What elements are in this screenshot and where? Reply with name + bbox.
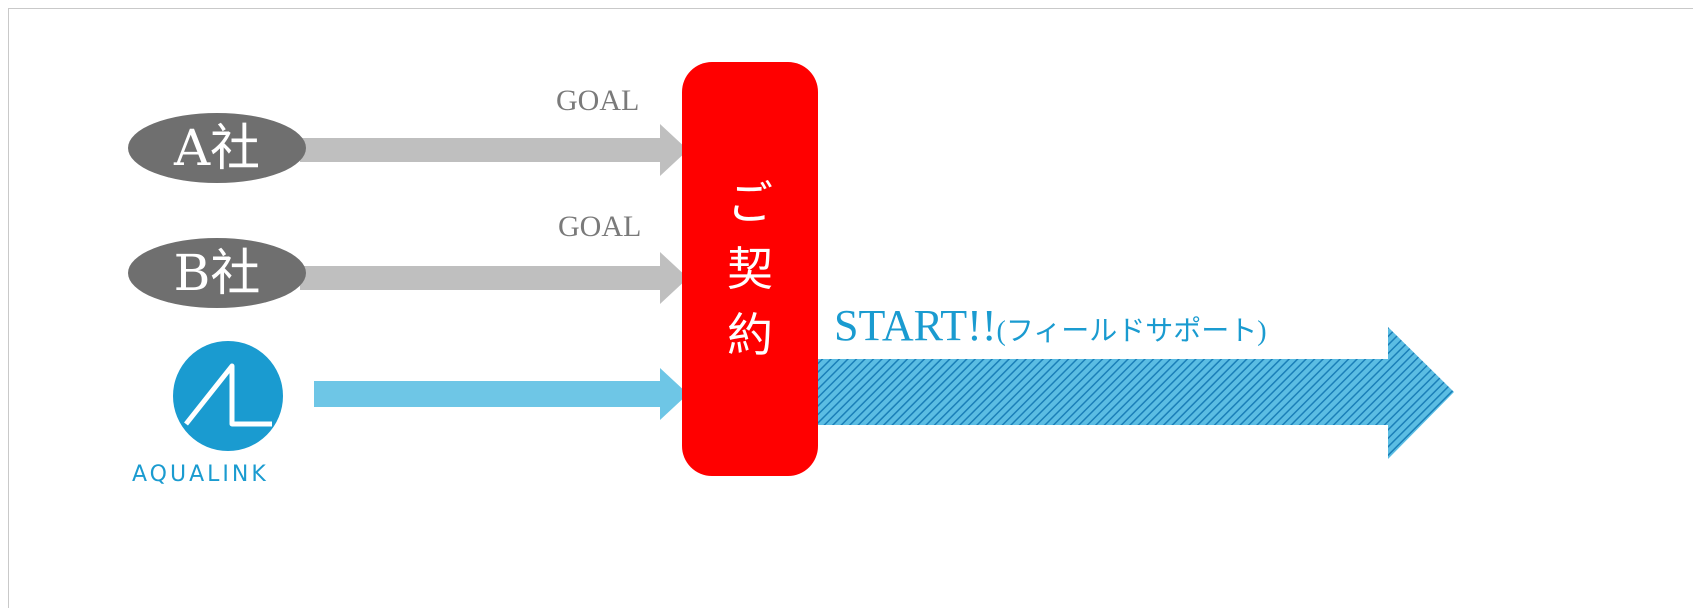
contract-char-2: 契 <box>727 242 773 296</box>
company-a-oval: A社 <box>128 113 306 183</box>
aqualink-logo-text: AQUALINK <box>132 462 269 487</box>
start-text: START!! <box>834 301 997 350</box>
diagram-frame <box>8 8 1693 608</box>
contract-box: ご 契 約 <box>682 62 818 476</box>
start-label: START!!(フィールドサポート) <box>834 300 1267 351</box>
company-a-label: A社 <box>173 119 261 177</box>
company-a-arrow <box>300 124 688 176</box>
start-arrow <box>812 327 1454 459</box>
goal-label-b: GOAL <box>558 210 642 243</box>
aqualink-logo-icon <box>173 341 283 451</box>
company-b-arrow <box>300 252 688 304</box>
company-b-label: B社 <box>173 244 261 302</box>
goal-label-a: GOAL <box>556 84 640 117</box>
start-subtext: (フィールドサポート) <box>996 316 1267 347</box>
contract-char-3: 約 <box>727 308 773 362</box>
contract-char-1: ご <box>727 176 773 230</box>
company-b-oval: B社 <box>128 238 306 308</box>
aqualink-arrow <box>314 368 688 420</box>
